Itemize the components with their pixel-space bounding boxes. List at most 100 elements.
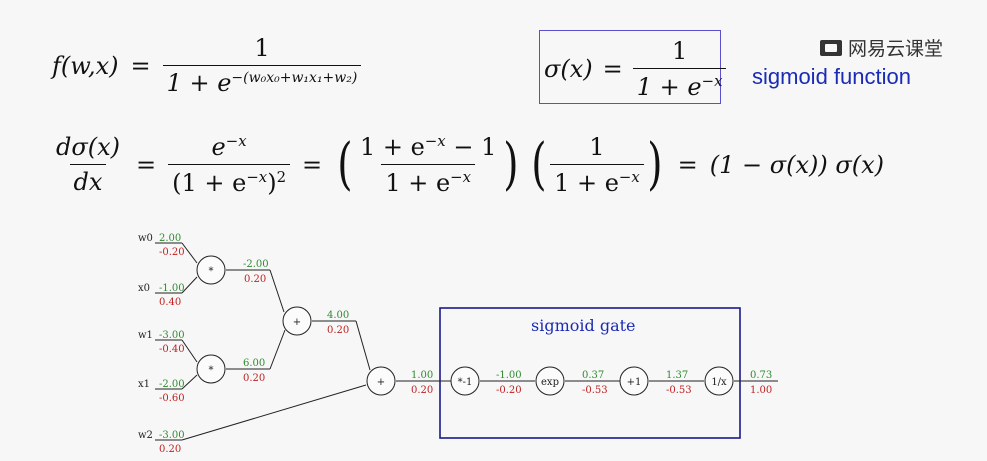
node-recip bbox=[704, 366, 734, 396]
node-mul-1-op: * bbox=[209, 266, 214, 277]
input-x1-name: x1 bbox=[138, 379, 150, 390]
graph-edges bbox=[155, 242, 778, 441]
sigma-box bbox=[539, 30, 721, 104]
deriv-fraction: dσ(x) dx bbox=[52, 133, 124, 196]
d1-denominator: (1 + e−x)2 bbox=[168, 164, 291, 197]
sigma-denominator: 1 + e−x bbox=[632, 68, 727, 101]
edge-w0 bbox=[181, 242, 198, 264]
recip-grad: 1.00 bbox=[750, 385, 772, 396]
deriv-result: (1 − σ(x)) σ(x) bbox=[709, 150, 885, 179]
edge-w2 bbox=[181, 384, 367, 441]
edge-labels: -2.00 0.20 6.00 0.20 4.00 0.20 1.00 0.20… bbox=[243, 259, 772, 396]
input-w0-grad: -0.20 bbox=[159, 247, 185, 258]
node-add-1 bbox=[282, 306, 312, 336]
add2-value: 1.00 bbox=[411, 370, 433, 381]
input-w1-grad: -0.40 bbox=[159, 344, 185, 355]
f-denominator: 1 + e−(w₀x₀+w₁x₁+w₂) bbox=[162, 65, 362, 97]
d1-den-tail: ) bbox=[267, 169, 277, 197]
sigma-lhs: σ(x) bbox=[544, 55, 593, 83]
edge-x1 bbox=[181, 374, 198, 390]
input-labels: w0 2.00 -0.20 x0 -1.00 0.40 w1 -3.00 -0.… bbox=[138, 233, 185, 455]
input-w2-value: -3.00 bbox=[159, 430, 185, 441]
input-w1-name: w1 bbox=[138, 330, 153, 341]
lparen-2: ( bbox=[531, 131, 547, 197]
formula-derivative: dσ(x) dx = e−x (1 + e−x)2 = ( 1 + e−x − … bbox=[52, 132, 884, 197]
mul2-value: 6.00 bbox=[243, 358, 265, 369]
sigmoid-gate-box bbox=[439, 307, 741, 439]
lparen-1: ( bbox=[337, 131, 353, 197]
d1-numerator: e−x bbox=[208, 132, 251, 164]
add1-grad: 0.20 bbox=[327, 325, 349, 336]
d2-num-base: 1 + e bbox=[360, 133, 425, 161]
plus1-grad: -0.53 bbox=[666, 385, 692, 396]
node-plus1 bbox=[619, 366, 649, 396]
input-w1-value: -3.00 bbox=[159, 330, 185, 341]
f-fraction: 1 1 + e−(w₀x₀+w₁x₁+w₂) bbox=[162, 34, 362, 97]
d1-den-exp: −x bbox=[246, 168, 268, 186]
sigma-den-base: 1 + e bbox=[636, 73, 702, 101]
d3-den-base: 1 + e bbox=[554, 168, 619, 197]
f-eq: = bbox=[130, 51, 151, 80]
mul2-grad: 0.20 bbox=[243, 373, 265, 384]
d2-num-tail: − 1 bbox=[445, 133, 497, 161]
d2-denominator: 1 + e−x bbox=[381, 164, 476, 197]
neg-grad: -0.20 bbox=[496, 385, 522, 396]
deriv-denominator: dx bbox=[69, 164, 107, 196]
rparen-1: ) bbox=[503, 131, 519, 197]
d3-fraction: 1 1 + e−x bbox=[550, 133, 644, 197]
eq-3: = bbox=[677, 150, 698, 179]
neg-value: -1.00 bbox=[496, 370, 522, 381]
graph-nodes bbox=[196, 255, 734, 396]
d1-num-base: e bbox=[211, 133, 226, 161]
f-den-exp: −(w₀x₀+w₁x₁+w₂) bbox=[231, 70, 358, 86]
exp-value: 0.37 bbox=[582, 370, 604, 381]
edge-mul2-to-add bbox=[269, 329, 286, 370]
d1-den-pow: 2 bbox=[276, 168, 287, 186]
node-mul-2 bbox=[196, 354, 226, 384]
input-x1-value: -2.00 bbox=[159, 379, 185, 390]
add2-grad: 0.20 bbox=[411, 385, 433, 396]
exp-grad: -0.53 bbox=[582, 385, 608, 396]
mul1-grad: 0.20 bbox=[244, 274, 266, 285]
formula-sigma: σ(x) = 1 1 + e−x bbox=[544, 37, 727, 101]
node-mul-2-op: * bbox=[209, 365, 214, 376]
node-exp-op: exp bbox=[541, 377, 559, 388]
formula-f: f(w,x) = 1 1 + e−(w₀x₀+w₁x₁+w₂) bbox=[52, 34, 362, 97]
eq-2: = bbox=[302, 150, 323, 179]
edge-x0 bbox=[181, 276, 198, 294]
recip-value: 0.73 bbox=[750, 370, 772, 381]
sigma-numerator: 1 bbox=[671, 37, 688, 65]
edge-mul1-to-add bbox=[269, 269, 285, 313]
plus1-value: 1.37 bbox=[666, 370, 688, 381]
node-mul-1 bbox=[196, 255, 226, 285]
input-x0-name: x0 bbox=[138, 283, 150, 294]
node-add-2 bbox=[366, 366, 396, 396]
d1-fraction: e−x (1 + e−x)2 bbox=[168, 132, 291, 197]
eq-1: = bbox=[136, 150, 157, 179]
d1-num-exp: −x bbox=[225, 132, 247, 150]
d2-fraction: 1 + e−x − 1 1 + e−x bbox=[356, 132, 500, 197]
f-lhs: f(w,x) bbox=[52, 51, 119, 80]
sigmoid-function-label: sigmoid function bbox=[752, 64, 911, 89]
input-x0-grad: 0.40 bbox=[159, 297, 181, 308]
d2-numerator: 1 + e−x − 1 bbox=[356, 132, 500, 164]
rparen-2: ) bbox=[647, 131, 663, 197]
input-w2-name: w2 bbox=[138, 430, 153, 441]
edge-add1-to-add2 bbox=[355, 320, 371, 371]
d3-numerator: 1 bbox=[589, 132, 605, 161]
d3-denominator: 1 + e−x bbox=[550, 163, 644, 197]
d2-den-base: 1 + e bbox=[385, 169, 451, 197]
sigma-eq: = bbox=[602, 55, 623, 83]
mul1-value: -2.00 bbox=[243, 259, 269, 270]
cloud-classroom-logo-icon bbox=[820, 39, 842, 56]
node-exp bbox=[535, 366, 565, 396]
add1-value: 4.00 bbox=[327, 310, 349, 321]
d1-den-base: (1 + e bbox=[172, 169, 247, 197]
node-neg-op: *-1 bbox=[458, 377, 473, 388]
node-neg bbox=[450, 366, 480, 396]
sigmoid-gate-label: sigmoid gate bbox=[531, 316, 636, 335]
node-plus1-op: +1 bbox=[627, 377, 642, 388]
edge-w1 bbox=[181, 339, 198, 363]
input-w2-grad: 0.20 bbox=[159, 444, 181, 455]
input-x0-value: -1.00 bbox=[159, 283, 185, 294]
